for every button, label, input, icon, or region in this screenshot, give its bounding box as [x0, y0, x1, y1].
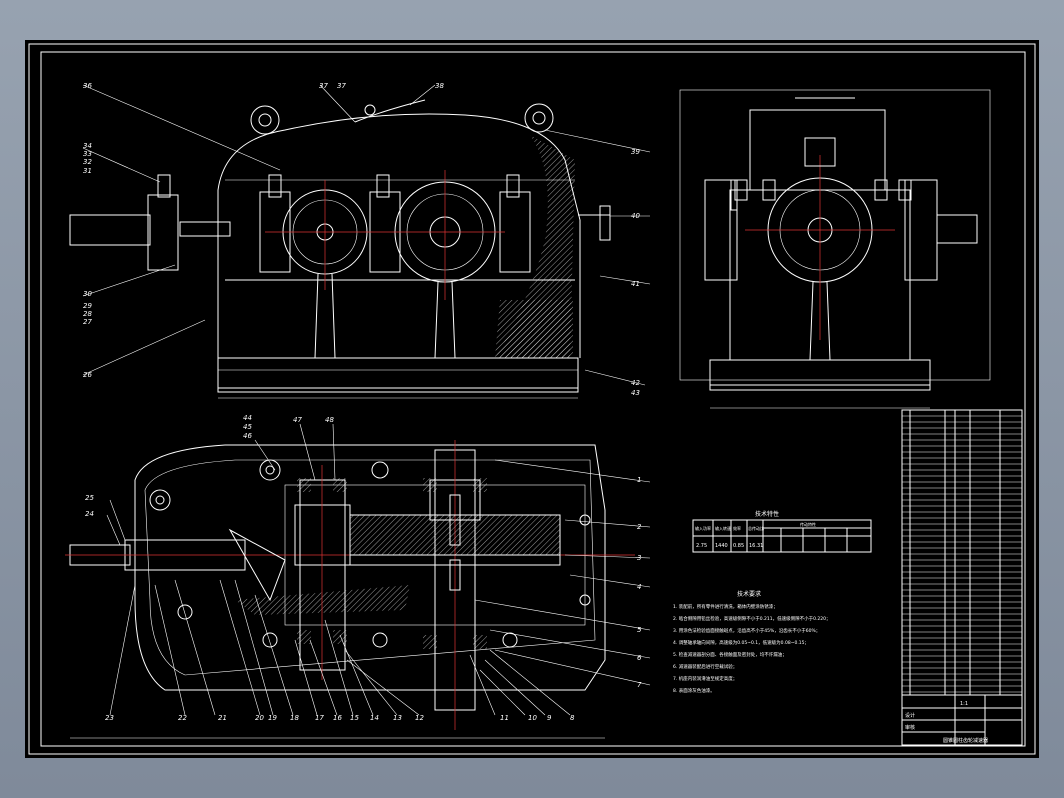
svg-text:44: 44 — [243, 414, 252, 422]
svg-text:1440: 1440 — [715, 543, 728, 549]
svg-text:技术特性: 技术特性 — [755, 510, 779, 518]
svg-text:40: 40 — [631, 212, 640, 220]
svg-text:3. 用涂色法检验齿面接触斑点，沿齿高不小于45%，沿齿长不: 3. 用涂色法检验齿面接触斑点，沿齿高不小于45%，沿齿长不小于60%； — [673, 627, 820, 634]
svg-text:总传动比: 总传动比 — [748, 525, 764, 531]
front-view — [69, 99, 611, 399]
gear-reducer-drawing: 36 37 37 38 34 33 32 31 39 40 41 30 29 2… — [28, 43, 1036, 755]
svg-text:技术要求: 技术要求 — [737, 590, 761, 598]
svg-text:7. 机座内装润滑油至规定高度；: 7. 机座内装润滑油至规定高度； — [673, 675, 737, 682]
svg-text:16.31: 16.31 — [749, 543, 763, 549]
svg-text:32: 32 — [83, 158, 92, 166]
svg-text:31: 31 — [83, 167, 92, 175]
svg-text:34: 34 — [83, 142, 92, 150]
svg-text:10: 10 — [528, 714, 537, 722]
top-balloons: 44 45 46 47 48 1 2 3 4 5 6 7 25 24 23 22… — [85, 414, 651, 722]
svg-text:16: 16 — [333, 714, 342, 722]
svg-text:6: 6 — [637, 654, 642, 662]
tech-characteristics-table: 技术特性 输入功率 输入转速 效率 总传动比 传动特性 2.75 1440 0.… — [692, 510, 872, 553]
svg-text:输入功率: 输入功率 — [695, 525, 711, 531]
svg-text:13: 13 — [393, 714, 402, 722]
svg-text:审核: 审核 — [905, 724, 915, 731]
svg-text:41: 41 — [631, 280, 640, 288]
svg-text:47: 47 — [293, 416, 302, 424]
svg-text:20: 20 — [255, 714, 264, 722]
svg-text:43: 43 — [631, 389, 640, 397]
svg-text:18: 18 — [290, 714, 299, 722]
svg-text:圆锥圆柱齿轮减速器: 圆锥圆柱齿轮减速器 — [943, 737, 988, 744]
svg-text:5. 检查减速器剖分面、各接触面及密封处，均不许漏油；: 5. 检查减速器剖分面、各接触面及密封处，均不许漏油； — [673, 651, 787, 658]
parts-list — [901, 409, 1023, 746]
front-balloons: 36 37 37 38 34 33 32 31 39 40 41 30 29 2… — [82, 82, 651, 397]
svg-text:30: 30 — [83, 290, 92, 298]
svg-text:6. 减速器装配后进行空载试验；: 6. 减速器装配后进行空载试验； — [673, 663, 737, 670]
svg-text:45: 45 — [243, 423, 252, 431]
svg-text:27: 27 — [83, 318, 92, 326]
svg-text:33: 33 — [83, 150, 92, 158]
drawing-canvas[interactable]: 36 37 37 38 34 33 32 31 39 40 41 30 29 2… — [25, 40, 1039, 758]
svg-text:0.85: 0.85 — [733, 543, 744, 549]
svg-text:42: 42 — [631, 379, 640, 387]
svg-text:19: 19 — [268, 714, 277, 722]
svg-text:11: 11 — [500, 714, 509, 722]
svg-text:9: 9 — [547, 714, 552, 722]
svg-text:1:1: 1:1 — [960, 701, 968, 707]
svg-text:8. 表面涂灰色油漆。: 8. 表面涂灰色油漆。 — [673, 687, 715, 694]
svg-text:2: 2 — [637, 523, 642, 531]
svg-text:23: 23 — [105, 714, 114, 722]
svg-text:29: 29 — [83, 302, 92, 310]
svg-text:4. 调整轴承轴向间隙，高速级为0.05~0.1，低速级为0: 4. 调整轴承轴向间隙，高速级为0.05~0.1，低速级为0.08~0.15； — [673, 639, 809, 646]
svg-text:效率: 效率 — [733, 525, 741, 531]
svg-text:4: 4 — [637, 583, 641, 591]
inner-frame — [40, 51, 1026, 747]
svg-text:8: 8 — [570, 714, 575, 722]
svg-text:46: 46 — [243, 432, 252, 440]
top-view — [65, 440, 635, 739]
svg-text:2. 啮合侧隙用铅丝检验，高速级侧隙不小于0.211，低速级: 2. 啮合侧隙用铅丝检验，高速级侧隙不小于0.211，低速级侧隙不小于0.220… — [673, 615, 831, 622]
side-view — [679, 89, 991, 409]
technical-notes: 技术要求 1. 装配前，所有零件进行清洗，箱体内壁涂防锈漆； 2. 啮合侧隙用铅… — [673, 590, 831, 694]
svg-text:1. 装配前，所有零件进行清洗，箱体内壁涂防锈漆；: 1. 装配前，所有零件进行清洗，箱体内壁涂防锈漆； — [673, 603, 778, 610]
svg-text:5: 5 — [637, 626, 642, 634]
svg-text:22: 22 — [178, 714, 187, 722]
svg-text:24: 24 — [85, 510, 94, 518]
svg-text:12: 12 — [415, 714, 424, 722]
svg-text:设计: 设计 — [905, 712, 915, 719]
svg-text:26: 26 — [83, 371, 92, 379]
svg-text:传动特性: 传动特性 — [800, 521, 816, 527]
svg-text:输入转速: 输入转速 — [715, 525, 731, 531]
outer-frame — [28, 43, 1036, 755]
svg-text:37: 37 — [319, 82, 328, 90]
svg-text:3: 3 — [637, 554, 641, 562]
svg-text:7: 7 — [637, 681, 642, 689]
svg-text:28: 28 — [83, 310, 92, 318]
svg-text:17: 17 — [315, 714, 324, 722]
svg-text:21: 21 — [218, 714, 227, 722]
svg-text:48: 48 — [325, 416, 334, 424]
svg-text:2.75: 2.75 — [696, 543, 707, 549]
title-block: 设计 审核 1:1 圆锥圆柱齿轮减速器 — [901, 694, 1023, 746]
svg-text:36: 36 — [83, 82, 92, 90]
svg-text:14: 14 — [370, 714, 379, 722]
svg-text:1: 1 — [637, 476, 641, 484]
svg-text:37: 37 — [337, 82, 346, 90]
svg-text:38: 38 — [435, 82, 444, 90]
svg-text:15: 15 — [350, 714, 359, 722]
svg-text:39: 39 — [631, 148, 640, 156]
svg-text:25: 25 — [85, 494, 94, 502]
